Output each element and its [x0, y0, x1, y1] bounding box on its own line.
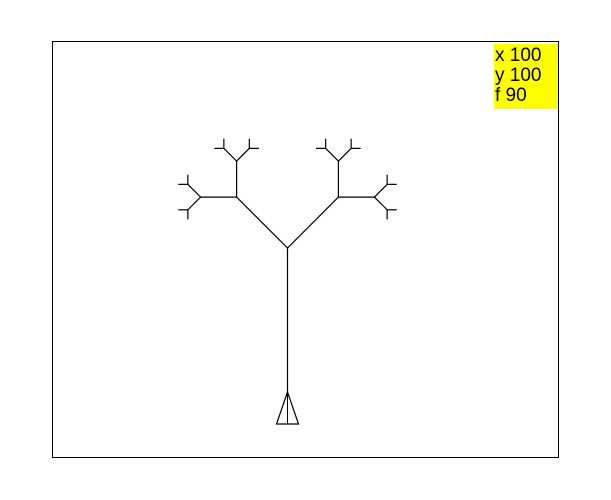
tree-branch-28: [373, 196, 388, 211]
turtle-canvas: x 100 y 100 f 90: [52, 41, 559, 458]
tree-branch-1: [235, 196, 289, 249]
tree-drawing: [178, 138, 397, 425]
status-panel: x 100 y 100 f 90: [494, 44, 558, 109]
tree-branch-16: [286, 196, 340, 249]
tree-branch-13: [235, 147, 251, 162]
tree-branch-21: [337, 147, 352, 162]
status-x: x 100: [495, 45, 542, 66]
tree-branch-6: [187, 183, 202, 198]
tree-branch-18: [324, 147, 340, 162]
status-heading: f 90: [495, 85, 527, 106]
tree-branch-25: [373, 183, 388, 198]
status-y: y 100: [495, 65, 542, 86]
tree-branch-10: [223, 147, 238, 162]
triangle-turtle-icon: [275, 390, 300, 425]
tree-branch-3: [187, 196, 202, 211]
tree-branches: [178, 138, 397, 393]
